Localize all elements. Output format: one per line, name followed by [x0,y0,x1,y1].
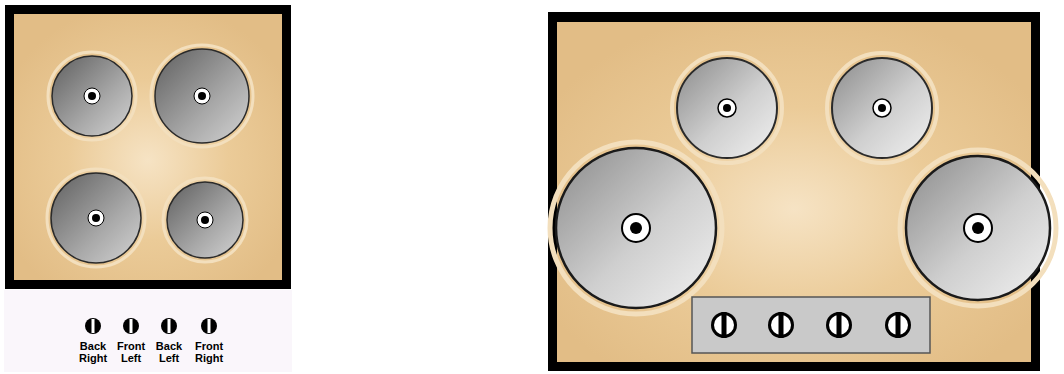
knob-label: Back Right [73,340,113,364]
burner-center [630,222,642,234]
burner [52,56,132,136]
burner-rim [47,169,145,267]
burner-rim [550,142,722,314]
burner-rim [827,53,937,163]
knob-slot [896,312,901,338]
burner [51,173,141,263]
burner-rim [48,52,136,140]
knob-slot [208,319,211,333]
burner [155,49,249,143]
burner-center [88,92,96,100]
knob-panel [692,297,930,353]
control-knob [768,312,794,338]
knob-label: Front Right [189,340,229,364]
burner-center [92,214,100,222]
knob-slot [779,312,784,338]
knob-slot [168,319,171,333]
burner-hub [873,99,891,117]
knob-slot [92,319,95,333]
knob-slot [722,312,727,338]
burner-rim [900,150,1056,306]
control-knob [123,318,139,334]
burner-hub [964,214,992,242]
control-knob [885,312,911,338]
burner-center [972,222,984,234]
cooktop-surface [14,14,282,280]
burner-hub [88,210,104,226]
knob-slot [130,319,133,333]
burner-hub [197,212,213,228]
burner-center [723,104,731,112]
knob-slot [837,312,842,338]
knob-label: Front Left [111,340,151,364]
control-knob [161,318,177,334]
control-knob [711,312,737,338]
burner-hub [84,88,100,104]
burner-center [878,104,886,112]
control-knob [85,318,101,334]
burner-rim [151,45,253,147]
burner [832,58,932,158]
burner-center [201,216,209,224]
burner [556,148,716,308]
control-knob [826,312,852,338]
burner-hub [194,88,210,104]
label-panel [4,290,292,372]
burner-rim [672,53,782,163]
burner-center [198,92,206,100]
burner [906,156,1050,300]
cooktop-frame [5,5,291,289]
burner-hub [622,214,650,242]
burner [167,182,243,258]
knob-label: Back Left [149,340,189,364]
burner-rim [163,178,247,262]
control-knob [201,318,217,334]
burner [677,58,777,158]
burner-hub [718,99,736,117]
